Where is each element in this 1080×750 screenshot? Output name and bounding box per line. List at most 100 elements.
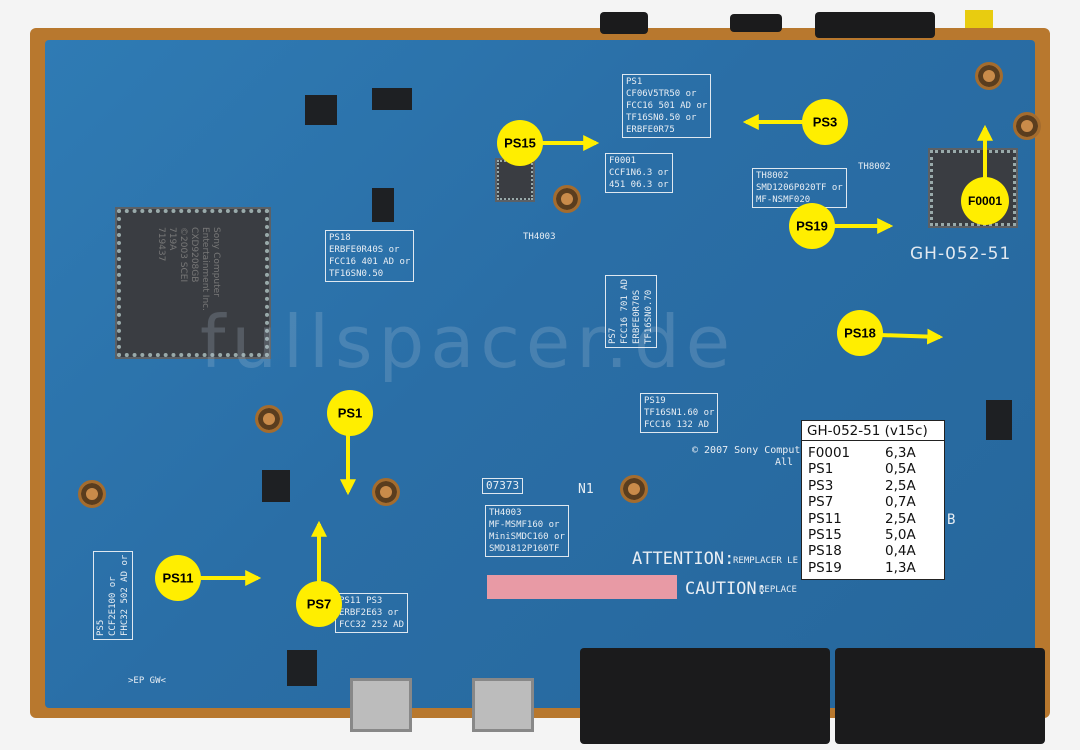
silk-line: FCC16 401 AD or bbox=[329, 257, 411, 267]
legend-row: F0001 6,3A bbox=[808, 445, 938, 461]
mounting-hole bbox=[78, 480, 106, 508]
ps19-spec-box: PS19 TF16SN1.60 or FCC16 132 AD bbox=[640, 393, 719, 433]
usb-port bbox=[350, 678, 412, 732]
bottom-connector bbox=[580, 648, 830, 744]
silk-line: ERBF2E63 or bbox=[339, 608, 399, 618]
bottom-connector bbox=[835, 648, 1045, 744]
callout-label: F0001 bbox=[968, 194, 1002, 208]
callout-circle bbox=[837, 310, 883, 356]
component bbox=[372, 88, 412, 110]
callout-circle bbox=[497, 120, 543, 166]
callout-label: PS19 bbox=[796, 219, 828, 234]
silk-line: MiniSMDC160 or bbox=[489, 532, 565, 542]
component bbox=[262, 470, 290, 502]
mounting-hole bbox=[553, 185, 581, 213]
silk-line: MF-NSMF020 bbox=[756, 195, 811, 205]
silk-line: CF06V5TR50 or bbox=[626, 89, 697, 99]
silk-line: F0001 bbox=[609, 156, 637, 166]
arrow-right-icon bbox=[879, 328, 944, 345]
silk-line: TH8002 bbox=[756, 171, 789, 181]
silk-line: TF16SN1.60 or bbox=[644, 408, 715, 418]
callout-ps11: PS11 bbox=[155, 555, 262, 601]
callout-circle bbox=[961, 177, 1009, 225]
f0001-spec-box: F0001 CCF1N6.3 or 451 06.3 or bbox=[605, 153, 673, 193]
silk-text: N1 bbox=[578, 482, 594, 497]
mounting-hole bbox=[372, 478, 400, 506]
callout-circle bbox=[789, 203, 835, 249]
silk-line: FCC16 501 AD or bbox=[626, 101, 708, 111]
watermark: fullspacer.de bbox=[200, 300, 737, 384]
fuse-rating: 2,5A bbox=[885, 510, 916, 527]
silk-line: TF16SN0.50 bbox=[329, 269, 384, 279]
silk-text: TH4003 bbox=[523, 232, 556, 242]
main-chip: Sony Computer Entertainment Inc. CXD9208… bbox=[117, 209, 269, 357]
callout-label: PS18 bbox=[844, 326, 876, 341]
callout-label: PS3 bbox=[813, 115, 838, 130]
fuse-rating: 0,7A bbox=[885, 494, 916, 511]
silk-text: REMPLACER LE bbox=[733, 556, 799, 566]
silk-text: TH8002 bbox=[858, 162, 891, 172]
fuse-rating: 0,5A bbox=[885, 461, 916, 478]
silk-line: TF16SN0.50 or bbox=[626, 113, 697, 123]
fuse-rating: 6,3A bbox=[885, 445, 916, 461]
small-chip bbox=[497, 160, 533, 200]
fuse-rating: 5,0A bbox=[885, 527, 916, 544]
silk-text: B bbox=[947, 512, 956, 528]
callout-ps7: PS7 bbox=[296, 520, 342, 627]
callout-circle bbox=[802, 99, 848, 145]
callout-ps15: PS15 bbox=[497, 120, 600, 166]
part-name: F0001 bbox=[808, 445, 851, 461]
legend-title: GH-052-51 (v15c) bbox=[802, 421, 944, 441]
part-name: PS11 bbox=[808, 510, 842, 527]
silk-line: ERBFE0R75 bbox=[626, 125, 675, 135]
mounting-hole bbox=[255, 405, 283, 433]
silk-line: PS1 bbox=[626, 77, 643, 87]
silk-line: 451 06.3 or bbox=[609, 180, 669, 190]
label-sticker bbox=[487, 575, 677, 599]
silk-line: PS18 bbox=[329, 233, 351, 243]
mounting-hole bbox=[620, 475, 648, 503]
regulator bbox=[287, 650, 317, 686]
callout-label: PS7 bbox=[307, 597, 332, 612]
top-connector bbox=[600, 12, 648, 34]
caution-silk: CAUTION: bbox=[685, 579, 767, 599]
callout-ps19: PS19 bbox=[789, 203, 894, 249]
silk-line: MF-MSMF160 or bbox=[489, 520, 560, 530]
callout-label: PS15 bbox=[504, 136, 536, 151]
silk-line: SMD1812P160TF bbox=[489, 544, 560, 554]
callout-circle bbox=[296, 581, 342, 627]
part-name: PS7 bbox=[808, 494, 834, 511]
silk-line: PS11 PS3 bbox=[339, 596, 383, 606]
legend-row: PS11 2,5A bbox=[808, 511, 938, 527]
callout-label: PS11 bbox=[162, 571, 193, 586]
silk-text: All bbox=[775, 457, 794, 468]
part-name: PS18 bbox=[808, 543, 842, 560]
copyright-silk: © 2007 Sony Comput bbox=[692, 445, 801, 456]
legend-row: PS18 0,4A bbox=[808, 543, 938, 559]
yellow-component bbox=[965, 10, 993, 28]
th4003-spec-box: TH4003 MF-MSMF160 or MiniSMDC160 or SMD1… bbox=[485, 505, 569, 557]
regulator bbox=[372, 188, 394, 222]
component bbox=[305, 95, 337, 125]
fuse-rating: 0,4A bbox=[885, 543, 916, 560]
legend-row: PS7 0,7A bbox=[808, 494, 938, 510]
callout-circle bbox=[327, 390, 373, 436]
mounting-hole bbox=[975, 62, 1003, 90]
regulator bbox=[986, 400, 1012, 440]
callout-f0001: F0001 bbox=[961, 124, 1009, 225]
top-connector bbox=[730, 14, 782, 32]
silk-line: PS19 bbox=[644, 396, 666, 406]
ps18-spec-box: PS18 ERBFE0R40S or FCC16 401 AD or TF16S… bbox=[325, 230, 415, 282]
silk-line: FCC32 252 AD bbox=[339, 620, 405, 630]
part-name: PS3 bbox=[808, 477, 834, 494]
callout-ps3: PS3 bbox=[742, 99, 848, 145]
callout-ps18: PS18 bbox=[837, 310, 944, 356]
part-name: PS1 bbox=[808, 461, 834, 478]
part-name: PS19 bbox=[808, 559, 842, 576]
silk-text: REPLACE bbox=[759, 585, 797, 595]
